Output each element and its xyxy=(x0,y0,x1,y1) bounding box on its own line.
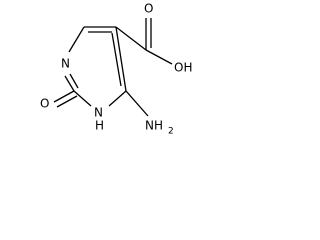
bond-n1-c4 xyxy=(108,90,127,107)
atom-nh2-subscript: 2 xyxy=(168,127,174,137)
atom-oh-acid: OH xyxy=(174,61,192,75)
atom-n1: N xyxy=(94,106,103,120)
bond-c4-c5 xyxy=(115,26,127,92)
bond-c2-n1 xyxy=(73,90,92,107)
atom-n3: N xyxy=(61,57,70,71)
atom-nh2: NH xyxy=(145,119,163,133)
chemical-structure: N O N H NH 2 O OH xyxy=(40,2,192,137)
atom-h1: H xyxy=(95,119,104,133)
atom-labels: N O N H NH 2 O OH xyxy=(40,2,192,137)
atom-o-acid: O xyxy=(144,2,153,16)
bond-carboxyl-oh xyxy=(145,49,173,65)
bond-c2-o-double xyxy=(56,95,78,108)
bond-c5-carboxyl xyxy=(115,26,147,51)
bond-n3-c2-double xyxy=(69,73,79,89)
bond-c6-n3 xyxy=(68,26,85,53)
bond-c4-nh2 xyxy=(125,90,149,117)
pyrimidine-ring xyxy=(64,26,127,107)
substituents xyxy=(53,18,173,117)
bond-c2-o xyxy=(53,90,75,103)
bond-n3-c2 xyxy=(64,75,75,92)
atom-o-carbonyl: O xyxy=(40,97,49,111)
bond-c4-c5-double xyxy=(111,32,122,87)
